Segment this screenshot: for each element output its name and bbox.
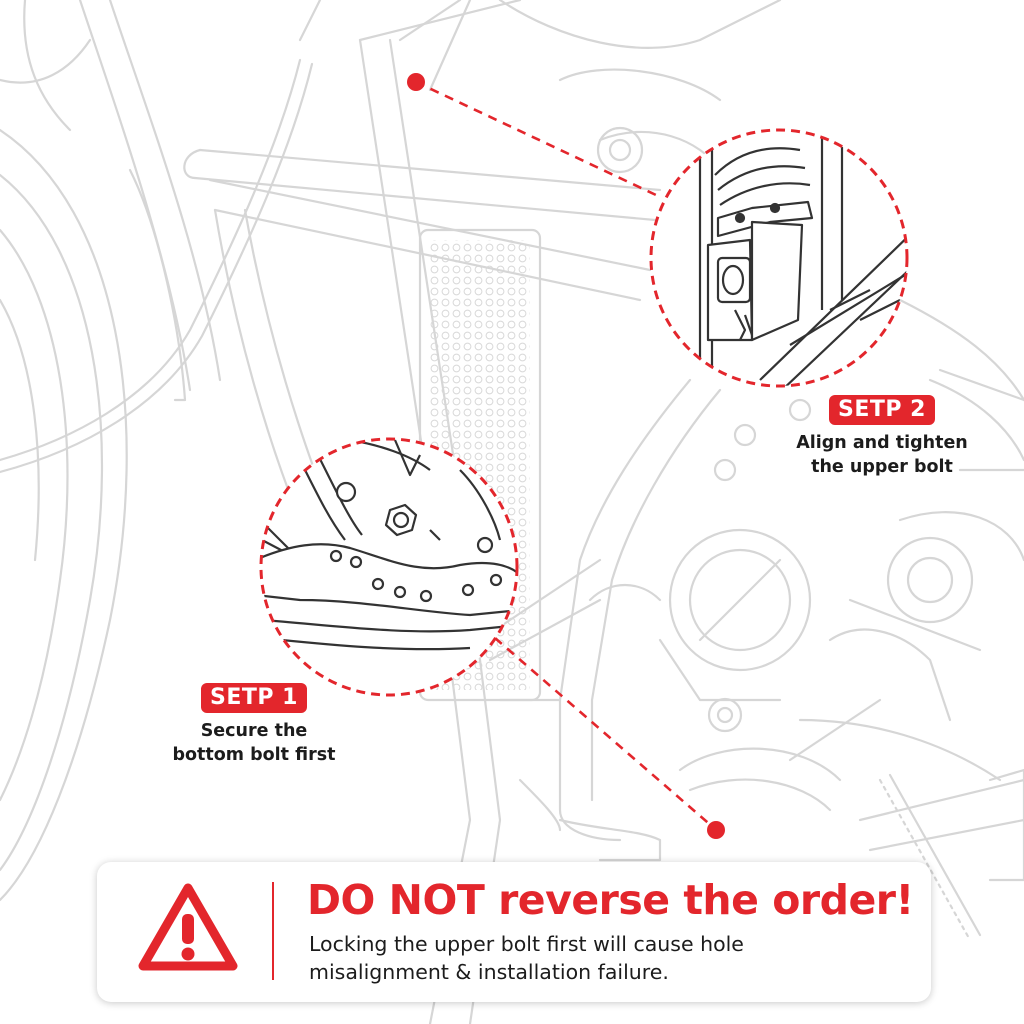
warning-title: DO NOT reverse the order! [307,876,914,924]
warning-triangle-icon [138,883,238,971]
step-1-callout: SETP 1 Secure the bottom bolt first [154,683,354,767]
step-2-callout: SETP 2 Align and tighten the upper bolt [782,395,982,479]
marker-dot-upper [407,73,425,91]
detail-circle-upper [649,128,909,388]
warning-body-line1: Locking the upper bolt first will cause … [309,932,744,956]
warning-body-line2: misalignment & installation failure. [309,960,669,984]
step-2-text-line2: the upper bolt [811,457,953,477]
step-2-badge: SETP 2 [829,395,935,425]
detail-circle-lower [259,437,519,697]
warning-body: Locking the upper bolt first will cause … [309,930,909,986]
connector-lines [407,73,725,839]
step-1-badge: SETP 1 [201,683,307,713]
step-2-text-line1: Align and tighten [796,433,968,453]
step-1-text-line2: bottom bolt first [172,745,336,765]
warning-divider [272,882,274,980]
marker-dot-lower [707,821,725,839]
connector-line-lower [494,637,715,829]
connector-line-upper [415,80,657,197]
warning-panel: DO NOT reverse the order! Locking the up… [97,862,931,1002]
step-1-text-line1: Secure the [200,721,308,741]
